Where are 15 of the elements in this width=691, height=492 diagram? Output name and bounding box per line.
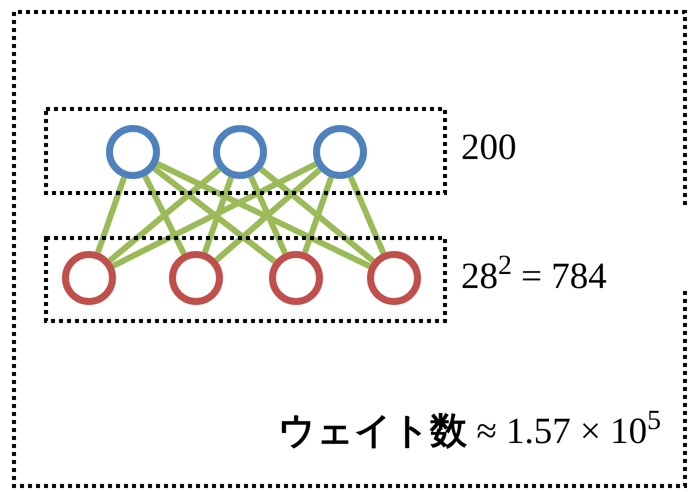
connection-line [248, 175, 288, 255]
layer-size-label: 200 [461, 129, 516, 166]
layer-size-label: 28$^{2}$ = 784 [461, 258, 607, 294]
connection-line [302, 176, 334, 254]
connection-line [348, 176, 386, 254]
connection-line [152, 166, 276, 264]
connection-line [142, 174, 187, 256]
connection-line [95, 176, 127, 254]
weight-count-label: ウェイト数 ≈ 1.57 × 10$^{5}$ [278, 412, 661, 450]
connection-line [112, 161, 318, 269]
connection-line [202, 176, 234, 254]
connection-line [108, 167, 222, 263]
connection-line [259, 166, 375, 264]
connection-line [214, 168, 322, 262]
connection-line [156, 161, 371, 269]
